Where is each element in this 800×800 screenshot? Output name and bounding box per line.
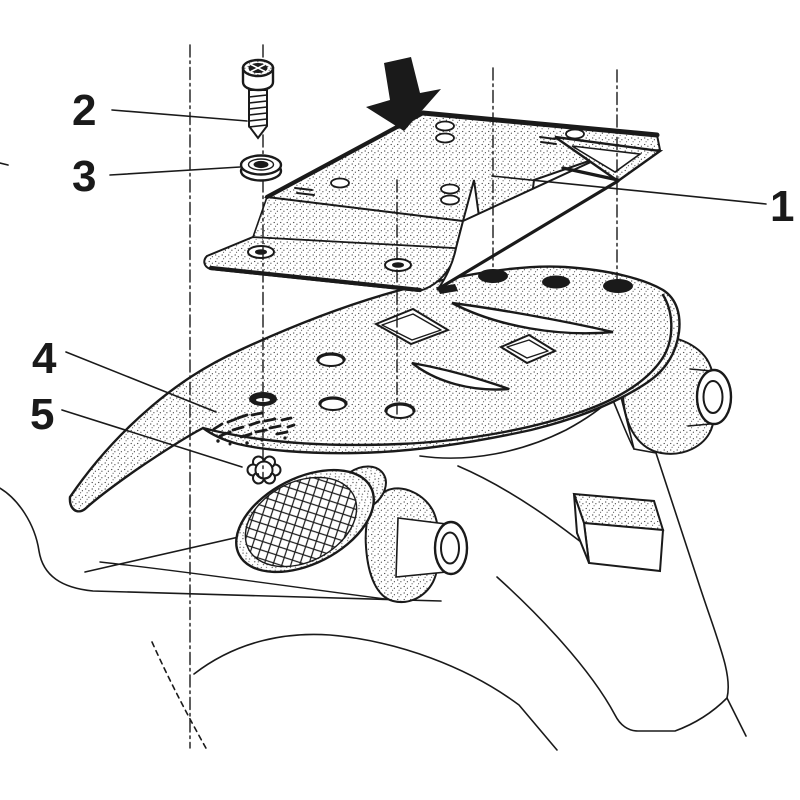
callout-label-5: 5 — [30, 390, 54, 439]
rack-rhombus-cutout — [373, 307, 451, 346]
plate-hole — [330, 177, 350, 189]
press-down-arrow-icon — [366, 57, 441, 131]
plate-slot-mark — [539, 136, 557, 145]
leader-line-2 — [111, 109, 248, 122]
left-frame-tube-inner — [99, 561, 394, 601]
plate-rear-edge — [420, 110, 660, 138]
leader-line-4 — [65, 351, 217, 413]
leader-line-1 — [491, 175, 767, 205]
lock-nut — [246, 455, 282, 485]
rack-curved-slot — [451, 301, 614, 335]
callout-label-2: 2 — [72, 86, 96, 135]
knob-knurl-texture — [244, 476, 358, 568]
callout-label-1: 1 — [770, 182, 794, 231]
rack-square-cutout — [498, 333, 558, 365]
callout-label-3: 3 — [72, 152, 96, 201]
rack-hole-shadow — [384, 402, 416, 413]
allen-screw — [241, 58, 275, 140]
serrated-pad — [212, 411, 296, 446]
plate-arm-bottom-edge — [436, 179, 620, 291]
rack-hole — [603, 279, 633, 293]
plate-hole — [435, 132, 455, 144]
rack-rhombus-inner — [381, 313, 442, 341]
shock-pillar-body — [496, 576, 728, 732]
washer-hole — [253, 160, 269, 169]
leader-line-3 — [109, 166, 241, 176]
plate-foot-hole-center — [392, 262, 404, 268]
screw-socket-cross — [250, 63, 266, 73]
plate-hole — [435, 120, 455, 132]
rack-hole-shadow — [318, 396, 348, 406]
leader-line-5 — [61, 409, 243, 468]
rack-hole — [478, 269, 508, 283]
hex-block-front — [582, 521, 665, 573]
hex-block-side — [573, 493, 590, 564]
right-boss-stub-bottom — [687, 423, 711, 427]
plate-flange-bottom-edge — [561, 166, 620, 182]
plate-foot-hole-center — [255, 249, 267, 255]
rear-fender-arc — [193, 633, 558, 751]
washer-ring — [247, 158, 275, 171]
plate-foot-front-edge — [208, 265, 423, 293]
rack-rim-edge — [201, 293, 673, 447]
luggage-rack — [68, 265, 681, 513]
plate-hole — [440, 194, 460, 206]
rack-hole — [542, 275, 570, 289]
frame-dotted-edge — [151, 641, 208, 751]
plate-hole — [565, 128, 585, 140]
washer — [239, 154, 283, 182]
center-boss-ring-inner — [440, 531, 460, 565]
callouts: 1 2 3 4 5 — [30, 86, 794, 468]
knurled-knob — [235, 465, 387, 574]
screw-threads — [248, 94, 268, 128]
lock-nut-inner-arc — [257, 473, 272, 480]
plate-left-edge — [264, 110, 426, 200]
rack-square-inner — [506, 339, 549, 359]
callout-label-4: 4 — [32, 334, 57, 383]
hex-block — [572, 492, 665, 573]
left-margin-tick — [0, 162, 9, 166]
rack-hole-shadow — [316, 352, 346, 362]
shock-pillar-right-edge — [619, 392, 747, 737]
left-frame-tube-outer — [0, 487, 442, 602]
right-boss-ring-inner — [702, 380, 724, 414]
plate-hole — [440, 183, 460, 195]
plate-right-flange-inner — [571, 145, 643, 173]
rack-to-pillar-line — [611, 397, 635, 450]
rack-curved-slot — [411, 361, 510, 391]
plate-slot-mark — [294, 187, 315, 196]
center-mount-boss — [364, 487, 469, 603]
mounting-plate — [203, 110, 664, 293]
